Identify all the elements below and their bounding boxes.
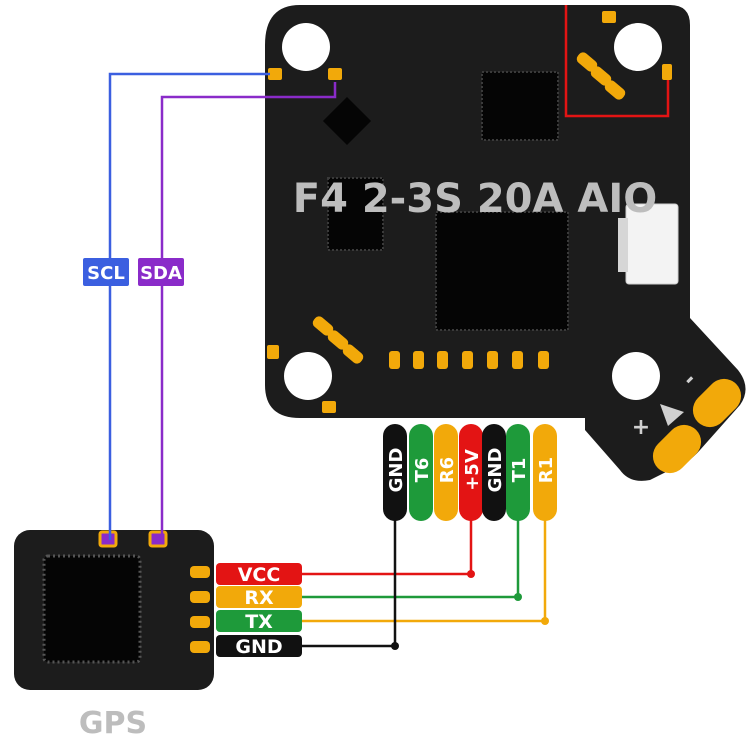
board-pin-label: T1 bbox=[509, 458, 530, 483]
chip-diamond bbox=[322, 96, 372, 146]
pad-sda bbox=[328, 68, 342, 80]
connector-white-pins bbox=[618, 218, 628, 272]
motor-plus-label: + bbox=[632, 415, 650, 440]
gps-pin-1: RX bbox=[216, 586, 302, 609]
gps-side-pads bbox=[190, 566, 210, 653]
board-pin-label: GND bbox=[386, 448, 407, 493]
motor-pads bbox=[652, 378, 742, 474]
chip-mcu bbox=[435, 211, 569, 331]
mounting-hole-top-left bbox=[282, 23, 330, 71]
gps-pad-scl bbox=[98, 530, 118, 548]
board-pin-label: T6 bbox=[412, 458, 433, 483]
board-pin-pill bbox=[459, 424, 483, 521]
junction-rx bbox=[514, 593, 522, 601]
board-pin-pill bbox=[383, 424, 407, 521]
scl-tag: SCL bbox=[83, 258, 129, 286]
mounting-hole-bottom-left bbox=[284, 352, 332, 400]
board-pin-pill bbox=[409, 424, 433, 521]
gps-pin-3: GND bbox=[216, 635, 302, 658]
junction-gnd bbox=[391, 642, 399, 650]
diagonal-pads-left bbox=[312, 316, 364, 364]
junction-tx bbox=[541, 617, 549, 625]
uart-pad-row bbox=[389, 351, 549, 369]
board-pin-label: GND bbox=[485, 448, 506, 493]
gps-module: GPS bbox=[14, 530, 214, 740]
board-pin-label: R6 bbox=[437, 457, 458, 483]
board-pin-label: +5V bbox=[462, 449, 483, 491]
board-pin-1: T6 bbox=[409, 424, 433, 521]
flight-controller-board: + - F4 2-3S 20A AIO bbox=[265, 5, 746, 481]
pad-bottom-2 bbox=[322, 401, 336, 413]
pad-top-2 bbox=[662, 64, 672, 80]
gps-pin-0: VCC bbox=[216, 563, 302, 586]
gps-pin-label: GND bbox=[235, 636, 282, 658]
board-pin-3: +5V bbox=[459, 424, 483, 521]
mounting-hole-bottom-right bbox=[612, 352, 660, 400]
chip-left bbox=[327, 177, 384, 251]
sda-wire bbox=[160, 82, 337, 540]
board-pin-2: R6 bbox=[434, 424, 458, 521]
gps-pin-label: RX bbox=[244, 587, 274, 609]
board-pin-4: GND bbox=[482, 424, 506, 521]
wire-vcc-5v bbox=[300, 518, 473, 576]
wire-tx-r1 bbox=[300, 518, 547, 623]
scl-wire bbox=[108, 72, 270, 540]
board-pin-label: R1 bbox=[536, 457, 557, 483]
pad-top-1 bbox=[602, 11, 616, 23]
uart-wires bbox=[300, 518, 549, 650]
pad-bottom-1 bbox=[267, 345, 279, 359]
red-outline-region bbox=[564, 5, 670, 118]
gps-pin-2: TX bbox=[216, 610, 302, 633]
mounting-hole-top-right bbox=[614, 23, 662, 71]
board-title: F4 2-3S 20A AIO bbox=[293, 176, 657, 222]
gps-pin-pill bbox=[216, 586, 302, 608]
chip-top bbox=[481, 71, 559, 141]
wire-rx-t1 bbox=[300, 518, 520, 599]
gps-pin-label: VCC bbox=[238, 564, 281, 586]
sda-label: SDA bbox=[140, 263, 182, 284]
board-pin-0: GND bbox=[383, 424, 407, 521]
sda-tag: SDA bbox=[138, 258, 184, 286]
board-pin-pill bbox=[482, 424, 506, 521]
gps-chip bbox=[42, 554, 142, 664]
gps-pin-pill bbox=[216, 635, 302, 657]
board-pin-pill bbox=[506, 424, 530, 521]
diagonal-pads-top-right bbox=[576, 52, 626, 100]
gps-pad-sda bbox=[148, 530, 168, 548]
gps-title: GPS bbox=[79, 706, 147, 740]
wire-gnd bbox=[300, 518, 397, 648]
junction-vcc bbox=[467, 570, 475, 578]
gps-pin-label: TX bbox=[245, 611, 273, 633]
gps-pin-pill bbox=[216, 610, 302, 632]
i2c-wires: SCL SDA bbox=[83, 72, 337, 540]
arrow-icon bbox=[660, 404, 684, 426]
board-pin-5: T1 bbox=[506, 424, 530, 521]
pad-scl bbox=[268, 68, 282, 80]
board-pin-pill bbox=[533, 424, 557, 521]
board-pin-6: R1 bbox=[533, 424, 557, 521]
scl-label: SCL bbox=[87, 263, 125, 284]
board-pin-pill bbox=[434, 424, 458, 521]
gps-pin-pill bbox=[216, 563, 302, 585]
